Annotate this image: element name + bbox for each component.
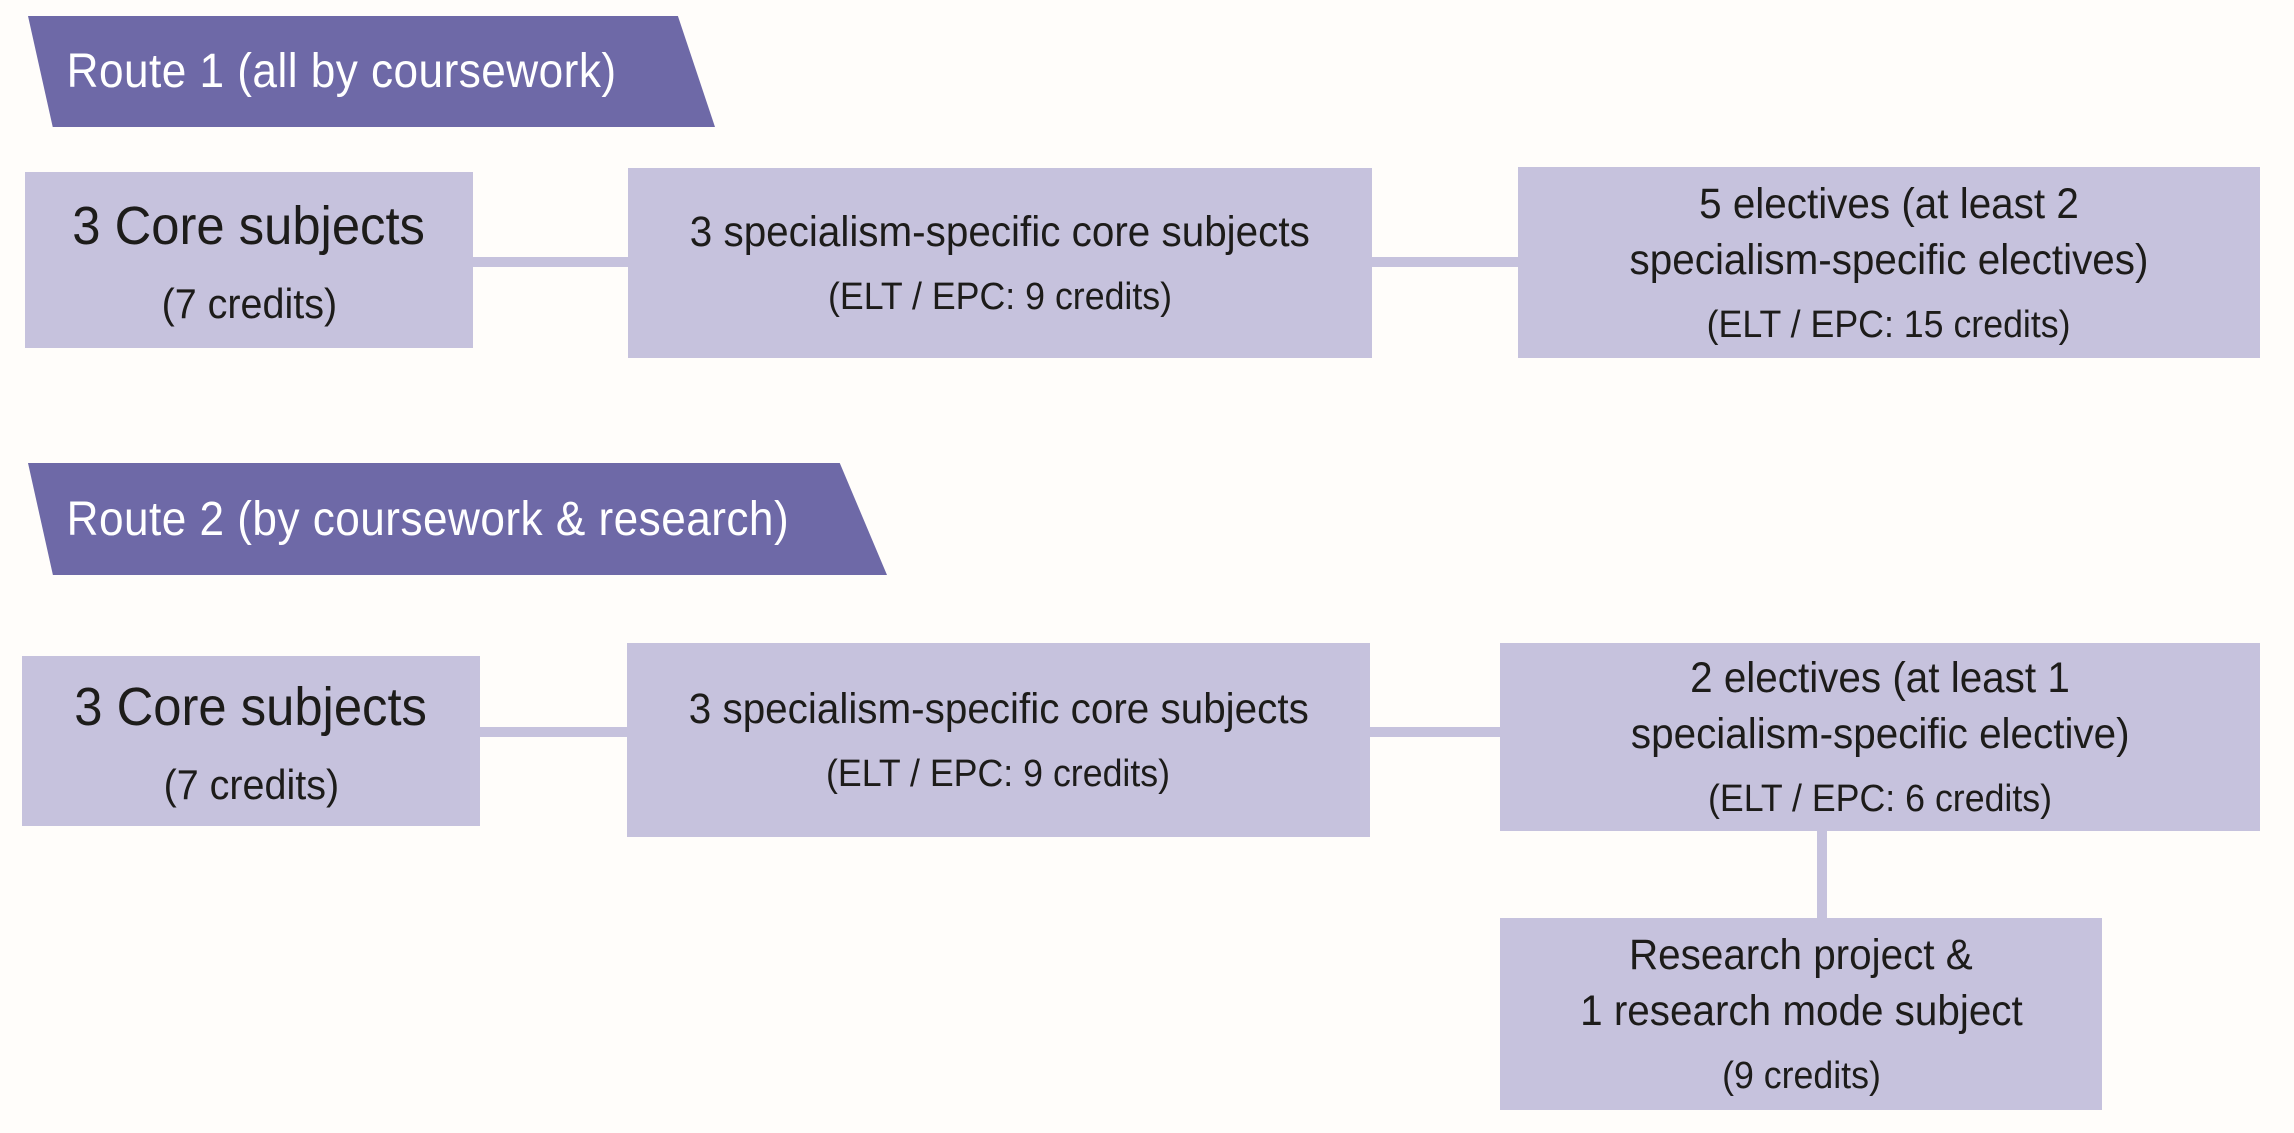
route-2-connector-1 <box>480 727 627 737</box>
box-title-line: 2 electives (at least 1 <box>1690 654 2070 703</box>
route-2-research-project-box: Research project & 1 research mode subje… <box>1500 918 2102 1110</box>
box-credits: (9 credits) <box>1721 1055 1881 1098</box>
box-title-line: 5 electives (at least 2 <box>1699 179 2079 228</box>
box-title-line: Research project & <box>1629 931 1973 980</box>
route-1-specialism-core-box: 3 specialism-specific core subjects (ELT… <box>628 168 1372 358</box>
route-2-core-subjects-box: 3 Core subjects (7 credits) <box>22 656 480 826</box>
route-2-specialism-core-box: 3 specialism-specific core subjects (ELT… <box>627 643 1370 837</box>
box-credits: (7 credits) <box>161 279 337 327</box>
route-1-connector-2 <box>1372 257 1518 267</box>
box-title-line: 3 specialism-specific core subjects <box>688 685 1309 734</box>
route-2-banner: Route 2 (by coursework & research) <box>28 463 887 575</box>
route-1-core-subjects-box: 3 Core subjects (7 credits) <box>25 172 473 348</box>
route-2-electives-box: 2 electives (at least 1 specialism-speci… <box>1500 643 2260 831</box>
route-1-connector-1 <box>473 257 628 267</box>
box-credits: (ELT / EPC: 9 credits) <box>826 753 1171 796</box>
box-title-line: 3 specialism-specific core subjects <box>689 208 1310 257</box>
box-credits: (ELT / EPC: 15 credits) <box>1707 303 2071 346</box>
route-1-banner-label: Route 1 (all by coursework) <box>66 45 617 98</box>
route-2-connector-2 <box>1370 727 1500 737</box>
box-credits: (7 credits) <box>163 760 339 808</box>
route-2-vertical-connector <box>1817 831 1827 918</box>
box-credits: (ELT / EPC: 9 credits) <box>827 276 1173 319</box>
box-title-line: 3 Core subjects <box>72 195 426 256</box>
route-2-banner-label: Route 2 (by coursework & research) <box>66 492 790 546</box>
route-1-electives-box: 5 electives (at least 2 specialism-speci… <box>1518 167 2260 358</box>
box-credits: (ELT / EPC: 6 credits) <box>1707 778 2053 821</box>
box-title-line: specialism-specific elective) <box>1630 710 2130 759</box>
box-title-line: 3 Core subjects <box>74 676 428 737</box>
box-title-line: specialism-specific electives) <box>1629 235 2149 284</box>
box-title-line: 1 research mode subject <box>1579 987 2023 1036</box>
route-1-banner: Route 1 (all by coursework) <box>28 16 715 127</box>
